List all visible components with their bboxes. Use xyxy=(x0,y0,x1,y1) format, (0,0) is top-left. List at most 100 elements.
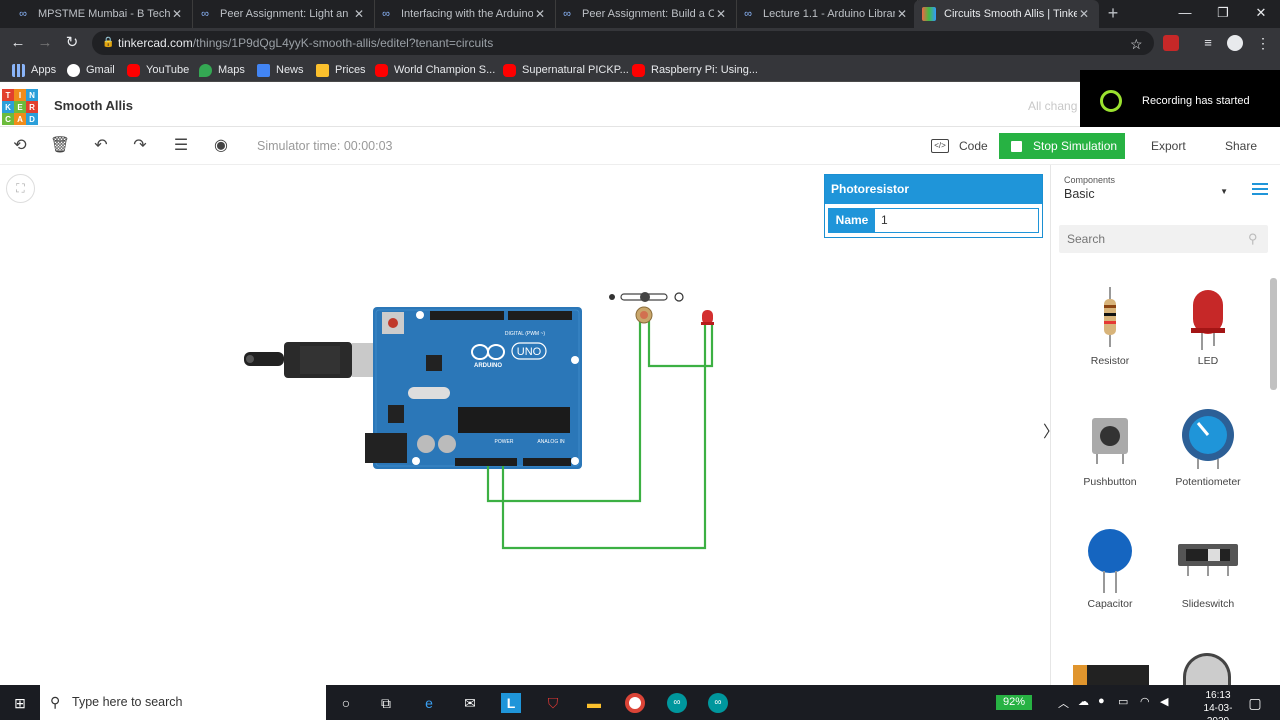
delete-icon[interactable]: 🗑 xyxy=(49,137,71,154)
tray-overflow-icon[interactable]: ︿ xyxy=(1058,698,1069,710)
wifi-icon[interactable]: ◠ xyxy=(1140,696,1150,708)
panel-scrollbar[interactable] xyxy=(1268,270,1278,685)
mail-icon[interactable]: ✉ xyxy=(464,695,476,711)
arduino-app-icon[interactable]: ∞ xyxy=(708,693,728,713)
wires[interactable] xyxy=(486,320,714,550)
menu-icon[interactable]: ⋮ xyxy=(1256,35,1270,51)
app-l-icon[interactable]: L xyxy=(501,693,521,713)
cloud-icon[interactable]: ☁ xyxy=(1078,696,1089,708)
component-battery-partial[interactable] xyxy=(1073,665,1149,685)
notes-icon[interactable]: ☰ xyxy=(173,137,189,154)
bookmark-maps[interactable]: Maps xyxy=(199,62,245,78)
bookmark-star-icon[interactable]: ☆ xyxy=(1130,36,1143,52)
edge-icon[interactable]: e xyxy=(425,695,433,711)
system-clock[interactable]: 16:13 14-03-2020 xyxy=(1203,690,1233,727)
search-icon: ⚲ xyxy=(1248,231,1258,246)
task-view-icon[interactable]: ⧉ xyxy=(381,695,391,711)
profile-avatar-icon[interactable] xyxy=(1227,35,1243,51)
led[interactable] xyxy=(701,310,714,325)
wire-photoresistor[interactable] xyxy=(486,320,642,503)
bookmark-gmail[interactable]: Gmail xyxy=(67,62,115,78)
close-icon[interactable]: ✕ xyxy=(896,7,908,21)
bookmark-youtube[interactable]: YouTube xyxy=(127,62,189,78)
bookmark-apps[interactable]: Apps xyxy=(12,62,56,78)
bookmark-raspberry-pi[interactable]: Raspberry Pi: Using... xyxy=(632,62,758,78)
maximize-button[interactable]: ❐ xyxy=(1217,5,1229,20)
minimize-button[interactable]: — xyxy=(1178,5,1192,20)
code-button[interactable]: </>Code xyxy=(931,136,988,156)
fit-view-icon[interactable]: ⛶ xyxy=(6,174,35,203)
forward-button[interactable]: → xyxy=(37,34,53,51)
component-potentiometer[interactable]: Potentiometer xyxy=(1164,400,1252,510)
window-close-button[interactable]: ✕ xyxy=(1255,5,1267,20)
list-view-icon[interactable] xyxy=(1252,183,1268,197)
reload-button[interactable]: ↻ xyxy=(65,34,79,51)
infinity-icon: ∞ xyxy=(744,8,752,20)
bookmark-news[interactable]: News xyxy=(257,62,304,78)
project-title[interactable]: Smooth Allis xyxy=(54,98,133,113)
chrome-icon[interactable] xyxy=(625,693,645,713)
component-partial[interactable] xyxy=(1183,653,1231,685)
bookmark-prices[interactable]: Prices xyxy=(316,62,366,78)
browser-tab[interactable]: ∞MPSTME Mumbai - B Tech M✕ xyxy=(8,0,193,28)
media-icon[interactable]: ≡ xyxy=(1204,35,1212,50)
search-input[interactable] xyxy=(1059,225,1268,253)
wire-led[interactable] xyxy=(501,325,707,550)
circuit-workplane[interactable]: ⛶ xyxy=(0,165,1050,685)
back-button[interactable]: ← xyxy=(10,34,26,51)
components-dropdown[interactable]: Components Basic ▼ xyxy=(1064,175,1228,201)
close-icon[interactable]: ✕ xyxy=(171,7,183,21)
component-pushbutton[interactable]: Pushbutton xyxy=(1066,400,1154,510)
browser-tab[interactable]: ∞Peer Assignment: Build a Cir✕ xyxy=(552,0,737,28)
volume-icon[interactable]: ◀ xyxy=(1160,696,1169,708)
redo-icon[interactable]: ↷ xyxy=(133,137,147,154)
infinity-icon: ∞ xyxy=(201,8,209,20)
browser-tab[interactable]: ∞Peer Assignment: Light an L✕ xyxy=(190,0,375,28)
tinkercad-logo[interactable]: T I N K E R C A D xyxy=(2,89,38,125)
export-button[interactable]: Export xyxy=(1151,139,1186,153)
wire-junction[interactable] xyxy=(647,321,714,368)
rotate-icon[interactable]: ⟲ xyxy=(13,137,27,154)
new-tab-button[interactable]: + xyxy=(1107,3,1119,23)
microphone-icon[interactable]: ● xyxy=(1098,695,1105,707)
extension-icon[interactable] xyxy=(1163,35,1179,51)
component-capacitor[interactable]: Capacitor xyxy=(1066,522,1154,632)
windows-start-icon[interactable]: ⊞ xyxy=(14,695,26,711)
close-icon[interactable]: ✕ xyxy=(534,7,546,21)
component-led[interactable]: LED xyxy=(1164,279,1252,389)
scrollbar-thumb[interactable] xyxy=(1270,278,1277,390)
name-label: Name xyxy=(829,209,875,232)
recording-text: Recording has started xyxy=(1142,95,1250,107)
youtube-icon xyxy=(632,63,645,77)
browser-tab[interactable]: ∞Interfacing with the Arduino✕ xyxy=(371,0,556,28)
tab-title: MPSTME Mumbai - B Tech M xyxy=(38,8,170,20)
bookmark-world-champion[interactable]: World Champion S... xyxy=(375,62,495,78)
undo-icon[interactable]: ↶ xyxy=(94,137,108,154)
arduino-uno-board[interactable]: UNO ARDUINO DIGITAL (PWM ~) POWER ANALOG… xyxy=(365,307,582,469)
share-button[interactable]: Share xyxy=(1225,139,1258,153)
address-bar[interactable]: 🔒 tinkercad.com/things/1P9dQgL4yyK-smoot… xyxy=(92,31,1154,55)
component-resistor[interactable]: Resistor xyxy=(1066,279,1154,389)
browser-tab-active[interactable]: Circuits Smooth Allis | Tinker✕ xyxy=(914,0,1099,28)
browser-toolbar: ← → ↻ 🔒 tinkercad.com/things/1P9dQgL4yyK… xyxy=(0,28,1280,58)
arduino-app-icon[interactable]: ∞ xyxy=(667,693,687,713)
mcafee-icon[interactable]: ⛉ xyxy=(547,695,559,711)
battery-indicator[interactable]: 92% xyxy=(996,695,1032,710)
notifications-icon[interactable]: ▢ xyxy=(1248,695,1262,711)
url-path: /things/1P9dQgL4yyK-smooth-allis/editel?… xyxy=(192,36,494,50)
light-slider[interactable] xyxy=(609,292,684,302)
close-icon[interactable]: ✕ xyxy=(715,7,727,21)
photoresistor[interactable] xyxy=(635,306,653,324)
battery-tray-icon[interactable]: ▭ xyxy=(1118,696,1129,708)
visibility-icon[interactable]: ◉ xyxy=(214,137,228,154)
name-input[interactable]: 1 xyxy=(881,213,888,227)
stop-simulation-button[interactable]: Stop Simulation xyxy=(999,133,1125,159)
cortana-icon[interactable]: ○ xyxy=(341,695,351,711)
file-explorer-icon[interactable]: ▬ xyxy=(587,695,601,711)
taskbar-search[interactable]: ⚲Type here to search xyxy=(40,685,326,720)
bookmark-supernatural[interactable]: Supernatural PICKP... xyxy=(503,62,629,78)
component-slideswitch[interactable]: Slideswitch xyxy=(1164,522,1252,632)
close-icon[interactable]: ✕ xyxy=(353,7,365,21)
browser-tab[interactable]: ∞Lecture 1.1 - Arduino Librarie✕ xyxy=(733,0,918,28)
close-icon[interactable]: ✕ xyxy=(1078,7,1090,21)
